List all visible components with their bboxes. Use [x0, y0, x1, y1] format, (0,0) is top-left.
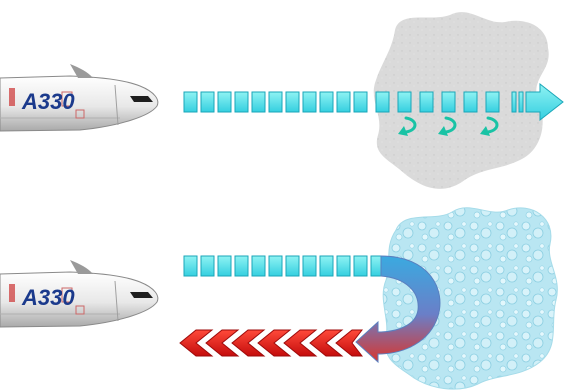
radar-beam-bottom [184, 256, 381, 276]
aircraft-bottom: A330 [0, 260, 158, 327]
aircraft-label: A330 [21, 285, 75, 310]
strong-echo-return [180, 330, 362, 356]
wet-cloud [383, 208, 557, 389]
aircraft-label: A330 [21, 89, 75, 114]
aircraft-top: A330 [0, 64, 158, 131]
